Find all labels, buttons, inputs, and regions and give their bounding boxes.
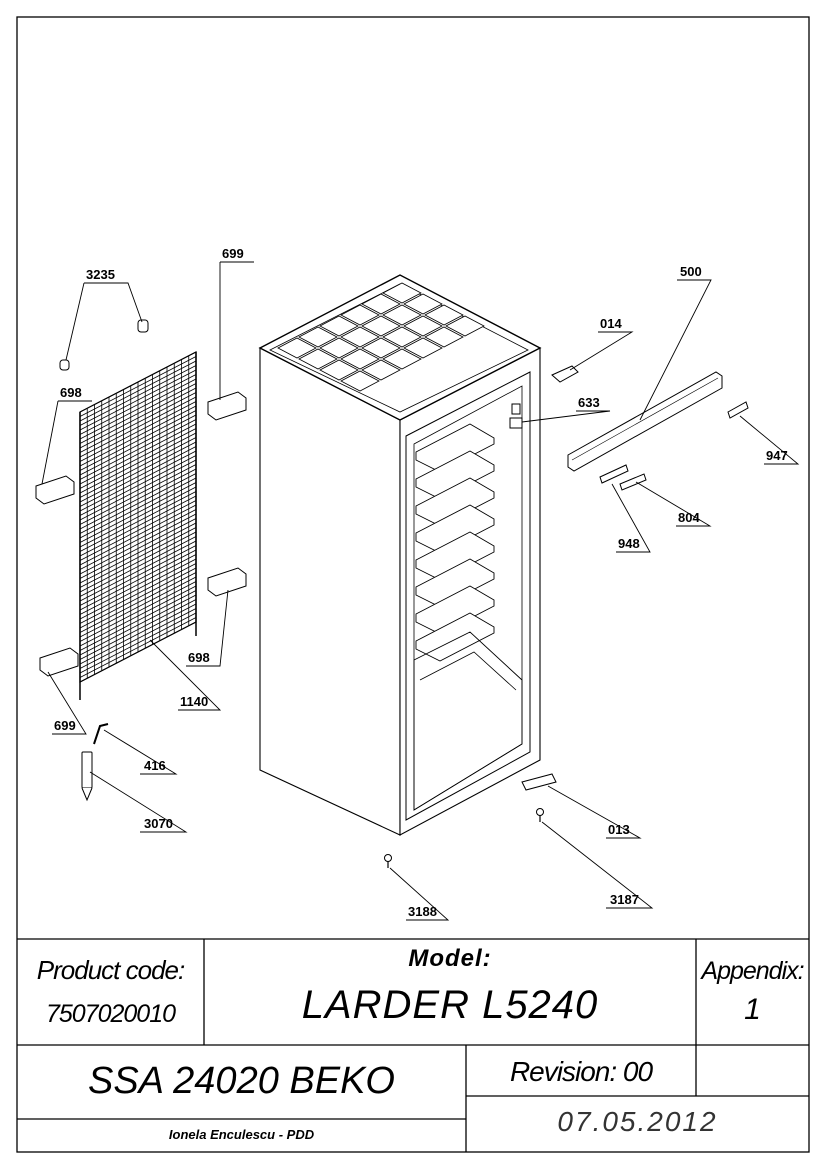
product-code-label: Product code: <box>36 955 185 985</box>
revision-date: 07.05.2012 <box>557 1106 718 1137</box>
product-code-value: 7507020010 <box>45 1000 176 1028</box>
callout-1140: 1140 <box>180 694 208 709</box>
callout-698-right: 698 <box>188 650 210 665</box>
callout-013: 013 <box>608 822 630 837</box>
callout-948: 948 <box>618 536 640 551</box>
top-rail-500 <box>567 371 723 472</box>
leader-lines <box>41 261 800 921</box>
pipe-parts-416-3070 <box>81 723 109 802</box>
cap-parts-3235 <box>59 319 149 371</box>
model-name: LARDER L5240 <box>301 983 599 1027</box>
callout-3187: 3187 <box>610 892 639 907</box>
callout-699-top: 699 <box>222 246 244 261</box>
callout-804: 804 <box>678 510 700 525</box>
callout-416: 416 <box>144 758 166 773</box>
callout-3188: 3188 <box>408 904 437 919</box>
condenser-grid <box>79 351 197 700</box>
callout-698-left: 698 <box>60 385 82 400</box>
revision: Revision: 00 <box>509 1056 653 1087</box>
callout-014: 014 <box>600 316 622 331</box>
callout-3235: 3235 <box>86 267 115 282</box>
callout-947: 947 <box>766 448 788 463</box>
appendix-value: 1 <box>744 993 761 1026</box>
appendix-label: Appendix: <box>701 957 804 985</box>
cabinet-body <box>258 274 542 836</box>
title-block-frame <box>17 938 809 1152</box>
ssa-code: SSA 24020 BEKO <box>87 1060 395 1102</box>
bracket-parts-698-699 <box>35 391 247 677</box>
callout-500: 500 <box>680 264 702 279</box>
callout-3070: 3070 <box>144 816 173 831</box>
callout-633: 633 <box>578 395 600 410</box>
author: Ionela Enculescu - PDD <box>168 1127 315 1142</box>
model-label: Model: <box>408 945 492 972</box>
small-parts-right <box>384 365 749 868</box>
drawing-border <box>16 16 810 1153</box>
callout-699-bottom: 699 <box>54 718 76 733</box>
callout-labels: 3235 699 698 698 699 1140 416 3070 500 0… <box>54 246 788 919</box>
